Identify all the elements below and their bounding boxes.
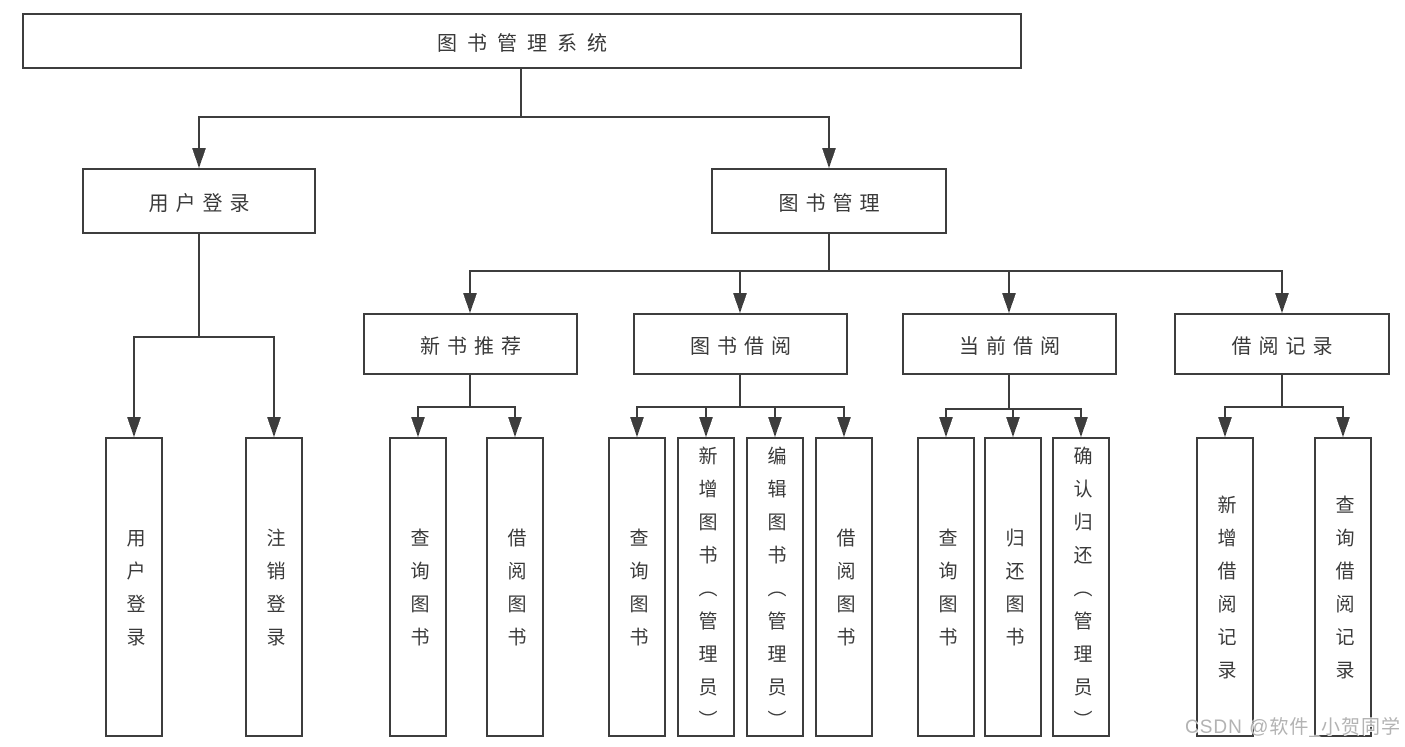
- node-book-management: 图书管理: [711, 168, 947, 234]
- node-borrow-records-label: 借阅记录: [1231, 335, 1340, 358]
- connector-borrow-records-branch: [1218, 375, 1350, 437]
- leaf-query-books-borrow-label: 查询图书: [626, 528, 648, 660]
- leaf-edit-book-admin-label: 编辑图书（管理员）: [764, 445, 786, 743]
- leaf-logout-label: 注销登录: [263, 528, 285, 660]
- leaf-confirm-return-admin-label: 确认归还（管理员）: [1070, 445, 1092, 743]
- leaf-confirm-return-admin: 确认归还（管理员）: [1052, 437, 1110, 743]
- leaf-logout: 注销登录: [245, 437, 303, 737]
- leaf-return-book-label: 归还图书: [1002, 528, 1024, 660]
- node-new-book-recommend-label: 新书推荐: [420, 335, 528, 358]
- leaf-borrow-books-label: 借阅图书: [833, 528, 855, 660]
- node-current-borrow: 当前借阅: [902, 313, 1117, 375]
- node-new-book-recommend: 新书推荐: [363, 313, 578, 375]
- node-library-management-system: 图书管理系统: [22, 13, 1022, 69]
- leaf-borrow-books-recommend: 借阅图书: [486, 437, 544, 737]
- node-borrow-records: 借阅记录: [1174, 313, 1390, 375]
- leaf-query-books-recommend-label: 查询图书: [407, 528, 429, 660]
- node-current-borrow-label: 当前借阅: [959, 335, 1067, 358]
- leaf-edit-book-admin: 编辑图书（管理员）: [746, 437, 804, 743]
- leaf-query-books-current-label: 查询图书: [935, 528, 957, 660]
- node-user-login-label: 用户登录: [148, 192, 257, 215]
- leaf-user-login: 用户登录: [105, 437, 163, 737]
- leaf-add-book-admin-label: 新增图书（管理员）: [695, 445, 717, 743]
- connector-book-borrow-branch: [630, 375, 851, 437]
- leaf-add-borrow-record: 新增借阅记录: [1196, 437, 1254, 737]
- connector-user-login-branch: [127, 234, 281, 437]
- node-book-borrow: 图书借阅: [633, 313, 848, 375]
- connector-root-to-level2: [192, 69, 836, 168]
- leaf-query-borrow-record-label: 查询借阅记录: [1332, 495, 1354, 693]
- leaf-query-books-borrow: 查询图书: [608, 437, 666, 737]
- csdn-watermark: CSDN @软件_小贺同学: [1185, 717, 1401, 738]
- leaf-add-borrow-record-label: 新增借阅记录: [1214, 495, 1236, 693]
- leaf-return-book: 归还图书: [984, 437, 1042, 737]
- leaf-borrow-books: 借阅图书: [815, 437, 873, 737]
- connector-new-book-recommend-branch: [411, 375, 522, 437]
- node-book-borrow-label: 图书借阅: [690, 335, 798, 358]
- connector-book-management-branch: [463, 234, 1289, 313]
- node-book-management-label: 图书管理: [778, 192, 887, 215]
- leaf-user-login-label: 用户登录: [123, 528, 145, 660]
- leaf-query-books-recommend: 查询图书: [389, 437, 447, 737]
- leaf-add-book-admin: 新增图书（管理员）: [677, 437, 735, 743]
- leaf-query-borrow-record: 查询借阅记录: [1314, 437, 1372, 737]
- leaf-query-books-current: 查询图书: [917, 437, 975, 737]
- connector-current-borrow-branch: [939, 375, 1088, 437]
- leaf-borrow-books-recommend-label: 借阅图书: [504, 528, 526, 660]
- node-library-management-system-label: 图书管理系统: [437, 32, 617, 55]
- node-user-login: 用户登录: [82, 168, 316, 234]
